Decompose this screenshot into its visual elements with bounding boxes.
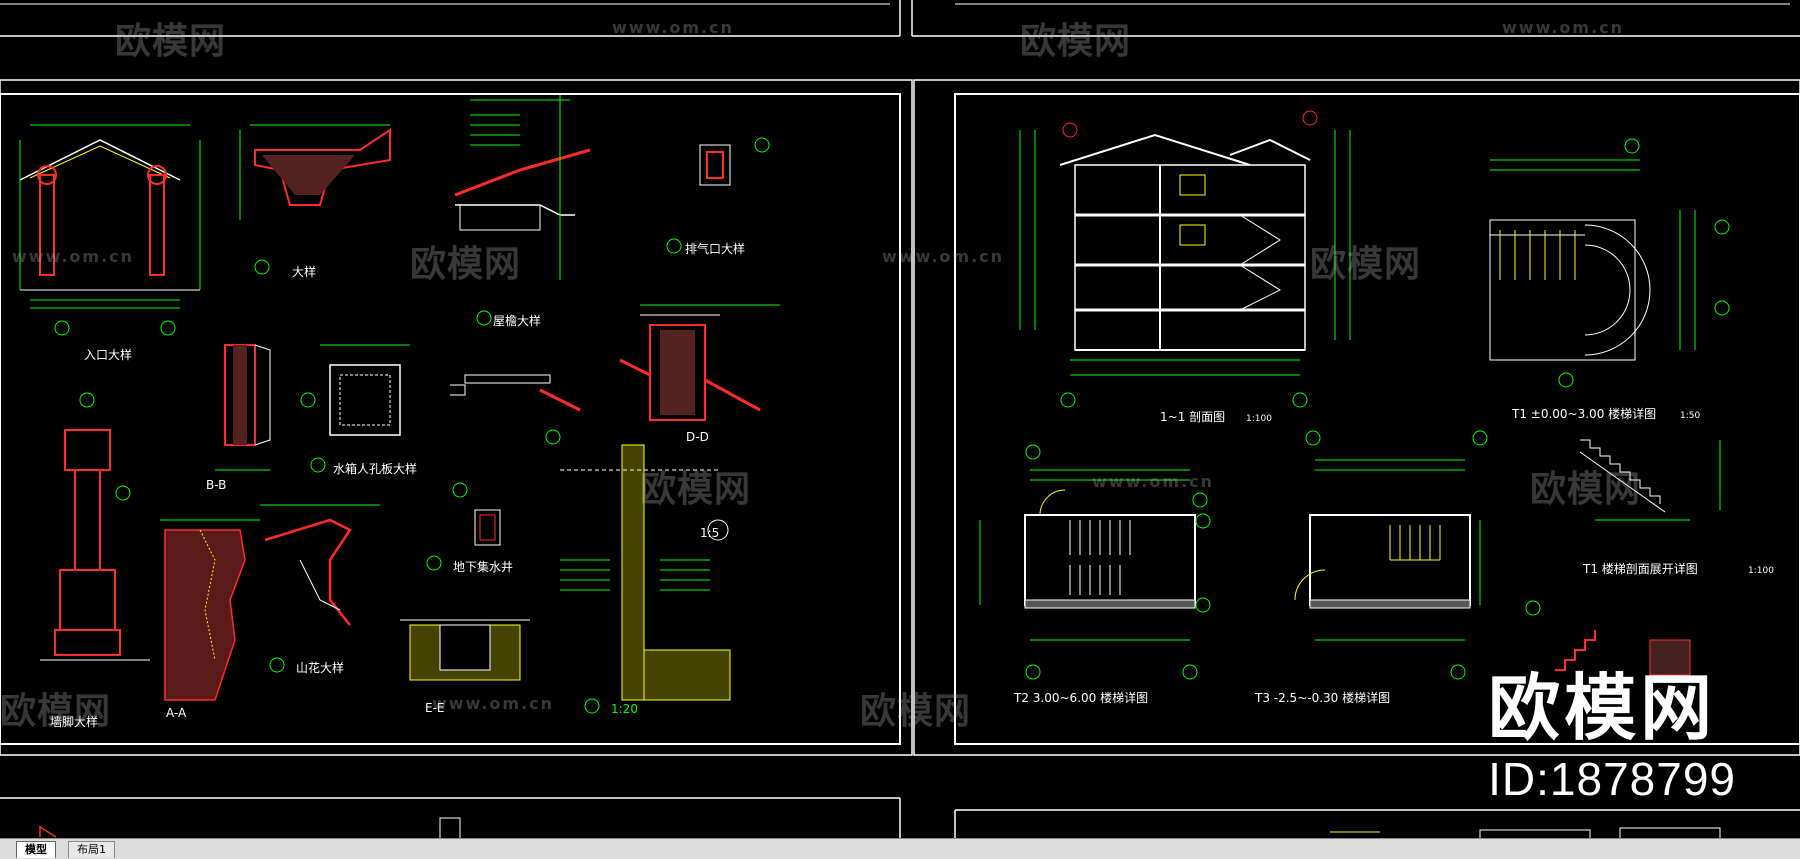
t2-stair-plan [979,444,1211,680]
right-sheet-labels: 1~1 剖面图 1:100 T1 ±0.00~3.00 楼梯详图 1:50 T2… [1013,406,1774,705]
label-t1-scale: 1:50 [1680,411,1700,421]
label-unfold-scale: 1:100 [1748,566,1774,576]
vent-detail [666,137,770,254]
left-sheet-frame [0,79,913,756]
eaves-detail [454,95,591,326]
section-dd [619,304,780,421]
label-entry: 入口大样 [84,347,132,362]
brand-name: 欧模网 [1488,666,1717,750]
detail-2 [239,124,391,275]
label-t1-unfold: T1 楼梯剖面展开详图 [1582,561,1698,576]
brand-id: ID:1878799 [1488,753,1736,805]
t1-unfold-section [1579,439,1721,521]
flashing-detail [450,374,581,445]
section-bb [215,344,271,471]
label-gable: 山花大样 [296,660,344,675]
column-detail [40,392,150,661]
bottom-hints [439,817,1721,840]
label-section-aa: A-A [166,706,187,720]
label-section-scale: 1:100 [1246,414,1272,424]
bottom-sheets [0,797,1800,840]
label-section-bb: B-B [206,478,226,492]
label-t3-stair: T3 -2.5~-0.30 楼梯详图 [1254,690,1390,705]
water-tank-detail [300,344,410,473]
section-aa [160,519,260,701]
tab-layout1[interactable]: 布局1 [68,841,115,858]
entry-detail [19,124,201,336]
tab-model[interactable]: 模型 [16,841,56,858]
label-water-tank: 水箱人孔板大样 [333,461,417,476]
top-sheets [0,0,1800,37]
label-t1-stair: T1 ±0.00~3.00 楼梯详图 [1511,406,1656,421]
label-section-dd: D-D [686,430,709,444]
wall-section [560,444,731,714]
brand-overlay: 欧模网 ID:1878799 [1488,672,1736,806]
label-vent: 排气口大样 [685,241,745,256]
label-plinth: 墙脚大样 [50,714,98,729]
cad-model-space[interactable]: 入口大样 大样 屋檐大样 排气口大样 水箱人孔板大样 B-B D-D A-A E… [0,0,1800,840]
t3-stair-plan [1294,430,1488,680]
label-eaves: 屋檐大样 [493,313,541,328]
section-ee [400,619,530,681]
t1-stair-plan [1489,138,1730,388]
label-t2-stair: T2 3.00~6.00 楼梯详图 [1013,690,1148,705]
label-detail2: 大样 [292,264,316,279]
section-1-1-building [1019,110,1351,408]
ucs-icon [39,825,57,838]
drain-detail [426,482,501,571]
label-section-ee: E-E [425,701,445,715]
cad-drawing[interactable]: 入口大样 大样 屋檐大样 排气口大样 水箱人孔板大样 B-B D-D A-A E… [0,0,1800,840]
stair-small-details [1525,600,1691,676]
label-scale-1-5: 1:5 [700,526,719,540]
label-scale-1-20: 1:20 [611,702,638,716]
right-sheet-frame [913,79,1800,756]
label-section-11: 1~1 剖面图 [1160,410,1225,424]
left-sheet-labels: 入口大样 大样 屋檐大样 排气口大样 水箱人孔板大样 B-B D-D A-A E… [50,241,745,729]
label-drain: 地下集水井 [453,559,513,574]
gable-detail [260,504,380,673]
layout-tab-bar: 模型 布局1 [0,838,1800,859]
